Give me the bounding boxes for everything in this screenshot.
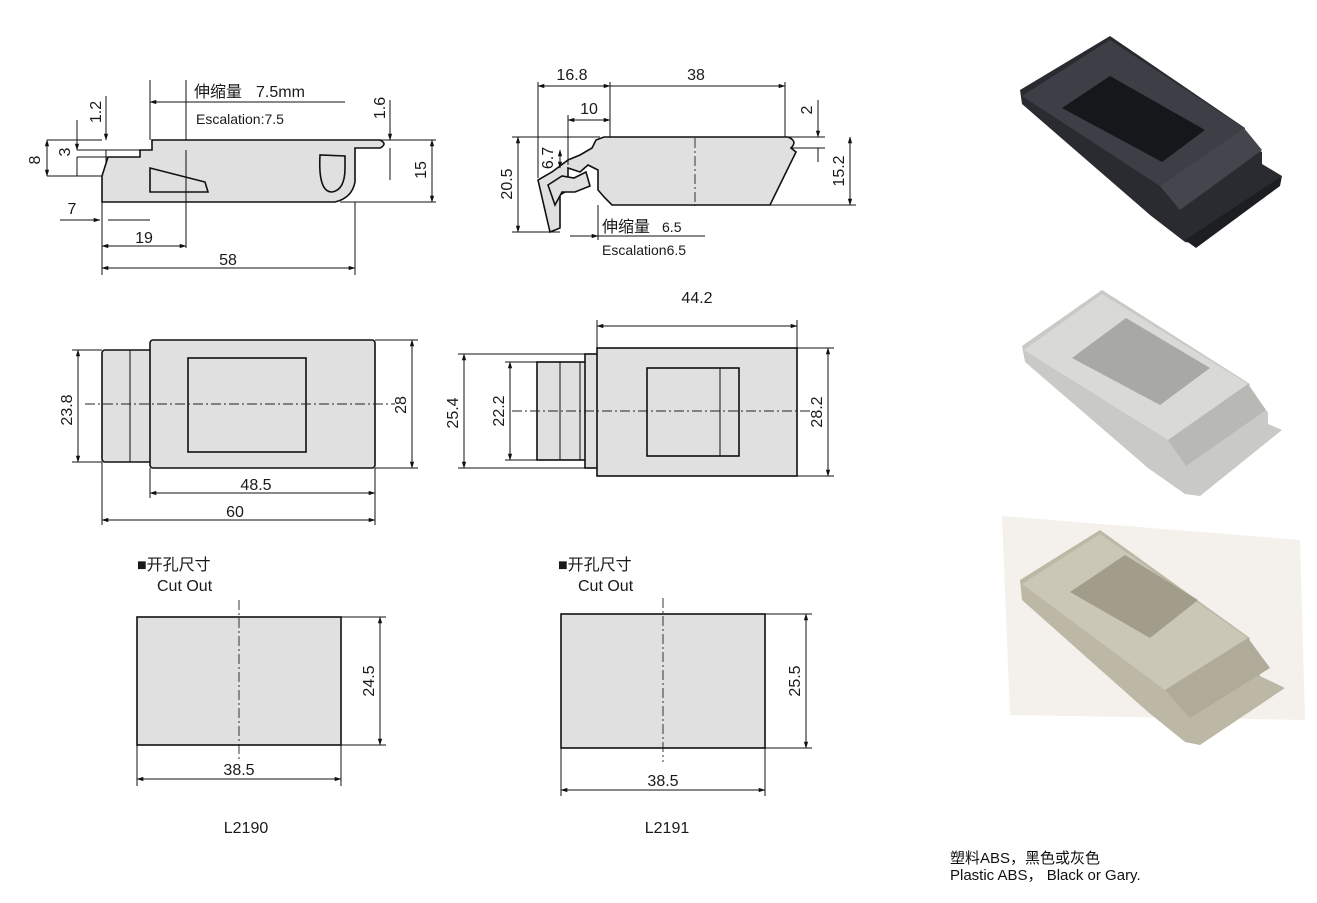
l2191-dim-15-2: 15.2 — [831, 155, 848, 186]
l2190-escalation-cn: 伸缩量 — [194, 83, 242, 101]
l2191-dim-16-8: 16.8 — [556, 67, 587, 84]
photo-beige-latch — [1002, 516, 1305, 745]
material-line-en: Plastic ABS， Black or Gary. — [950, 867, 1141, 884]
l2190-dim-23-8: 23.8 — [59, 394, 76, 425]
l2190-escalation-en: Escalation:7.5 — [196, 111, 284, 127]
photo-grey-latch — [1022, 290, 1282, 496]
l2190-top-slider — [101, 349, 153, 463]
l2190-dim-1-2: 1.2 — [88, 101, 105, 123]
l2191-dim-22-2: 22.2 — [491, 395, 508, 426]
l2190-top-view: 23.8 28 48.5 60 — [59, 339, 418, 525]
l2190-dim-60: 60 — [226, 504, 244, 521]
l2190-cutout: ■开孔尺寸 Cut Out 24.5 38.5 L2190 — [136, 556, 386, 837]
l2190-dim-48-5: 48.5 — [240, 477, 271, 494]
l2190-hook-slot — [318, 154, 346, 193]
l2190-cutout-title-cn: ■开孔尺寸 — [137, 556, 211, 574]
l2190-dim-7: 7 — [68, 201, 77, 218]
l2191-top-view: 44.2 25.4 22.2 28.2 — [445, 290, 834, 477]
l2191-dim-38: 38 — [687, 67, 705, 84]
material-line-cn: 塑料ABS，黑色或灰色 — [950, 850, 1101, 867]
l2191-cutout: ■开孔尺寸 Cut Out 25.5 38.5 L2191 — [558, 556, 812, 837]
l2190-cutout-title-en: Cut Out — [157, 578, 213, 595]
l2190-wedge-hole — [149, 166, 210, 193]
photo-black-latch — [1020, 36, 1282, 248]
l2191-dim-25-4: 25.4 — [445, 397, 462, 428]
l2190-side-view: 8 3 1.2 1.6 15 7 19 58 伸缩量 7.5mm Escalati… — [27, 80, 436, 275]
material-note: 塑料ABS，黑色或灰色 Plastic ABS， Black or Gary. — [950, 850, 1141, 884]
l2190-dim-15: 15 — [413, 161, 430, 179]
l2190-cutout-dim-38-5: 38.5 — [223, 762, 254, 779]
l2190-dim-19: 19 — [135, 230, 153, 247]
l2190-escalation-value: 7.5mm — [256, 84, 305, 101]
l2190-dim-58: 58 — [219, 252, 237, 269]
l2191-model-label: L2191 — [645, 820, 690, 837]
l2191-dim-20-5: 20.5 — [499, 168, 516, 199]
l2190-cutout-dim-24-5: 24.5 — [361, 665, 378, 696]
l2191-dim-10: 10 — [580, 101, 598, 118]
l2191-side-view: 16.8 38 10 2 15.2 20.5 6.7 伸缩量 6.5 Escala… — [499, 67, 856, 258]
l2191-dim-6-7: 6.7 — [540, 147, 557, 169]
l2191-dim-44-2: 44.2 — [681, 290, 712, 307]
l2190-model-label: L2190 — [224, 820, 269, 837]
l2191-dim-2: 2 — [799, 105, 816, 114]
l2191-cutout-dim-38-5: 38.5 — [647, 773, 678, 790]
l2191-side-body — [537, 136, 798, 234]
l2191-cutout-title-en: Cut Out — [578, 578, 634, 595]
l2191-cutout-dim-25-5: 25.5 — [787, 665, 804, 696]
l2191-cutout-title-cn: ■开孔尺寸 — [558, 556, 632, 574]
l2190-dim-8: 8 — [27, 155, 44, 164]
l2190-dim-3: 3 — [57, 147, 74, 156]
l2191-escalation-en: Escalation6.5 — [602, 242, 686, 258]
l2190-top-window — [187, 357, 307, 453]
l2191-escalation-value: 6.5 — [662, 219, 682, 235]
l2191-escalation-cn: 伸缩量 — [602, 218, 650, 236]
l2191-hook-notch — [547, 170, 591, 207]
l2190-dim-28: 28 — [393, 396, 410, 414]
l2191-top-window — [646, 367, 740, 457]
l2190-dim-1-6: 1.6 — [372, 97, 389, 119]
l2191-dim-28-2: 28.2 — [809, 396, 826, 427]
